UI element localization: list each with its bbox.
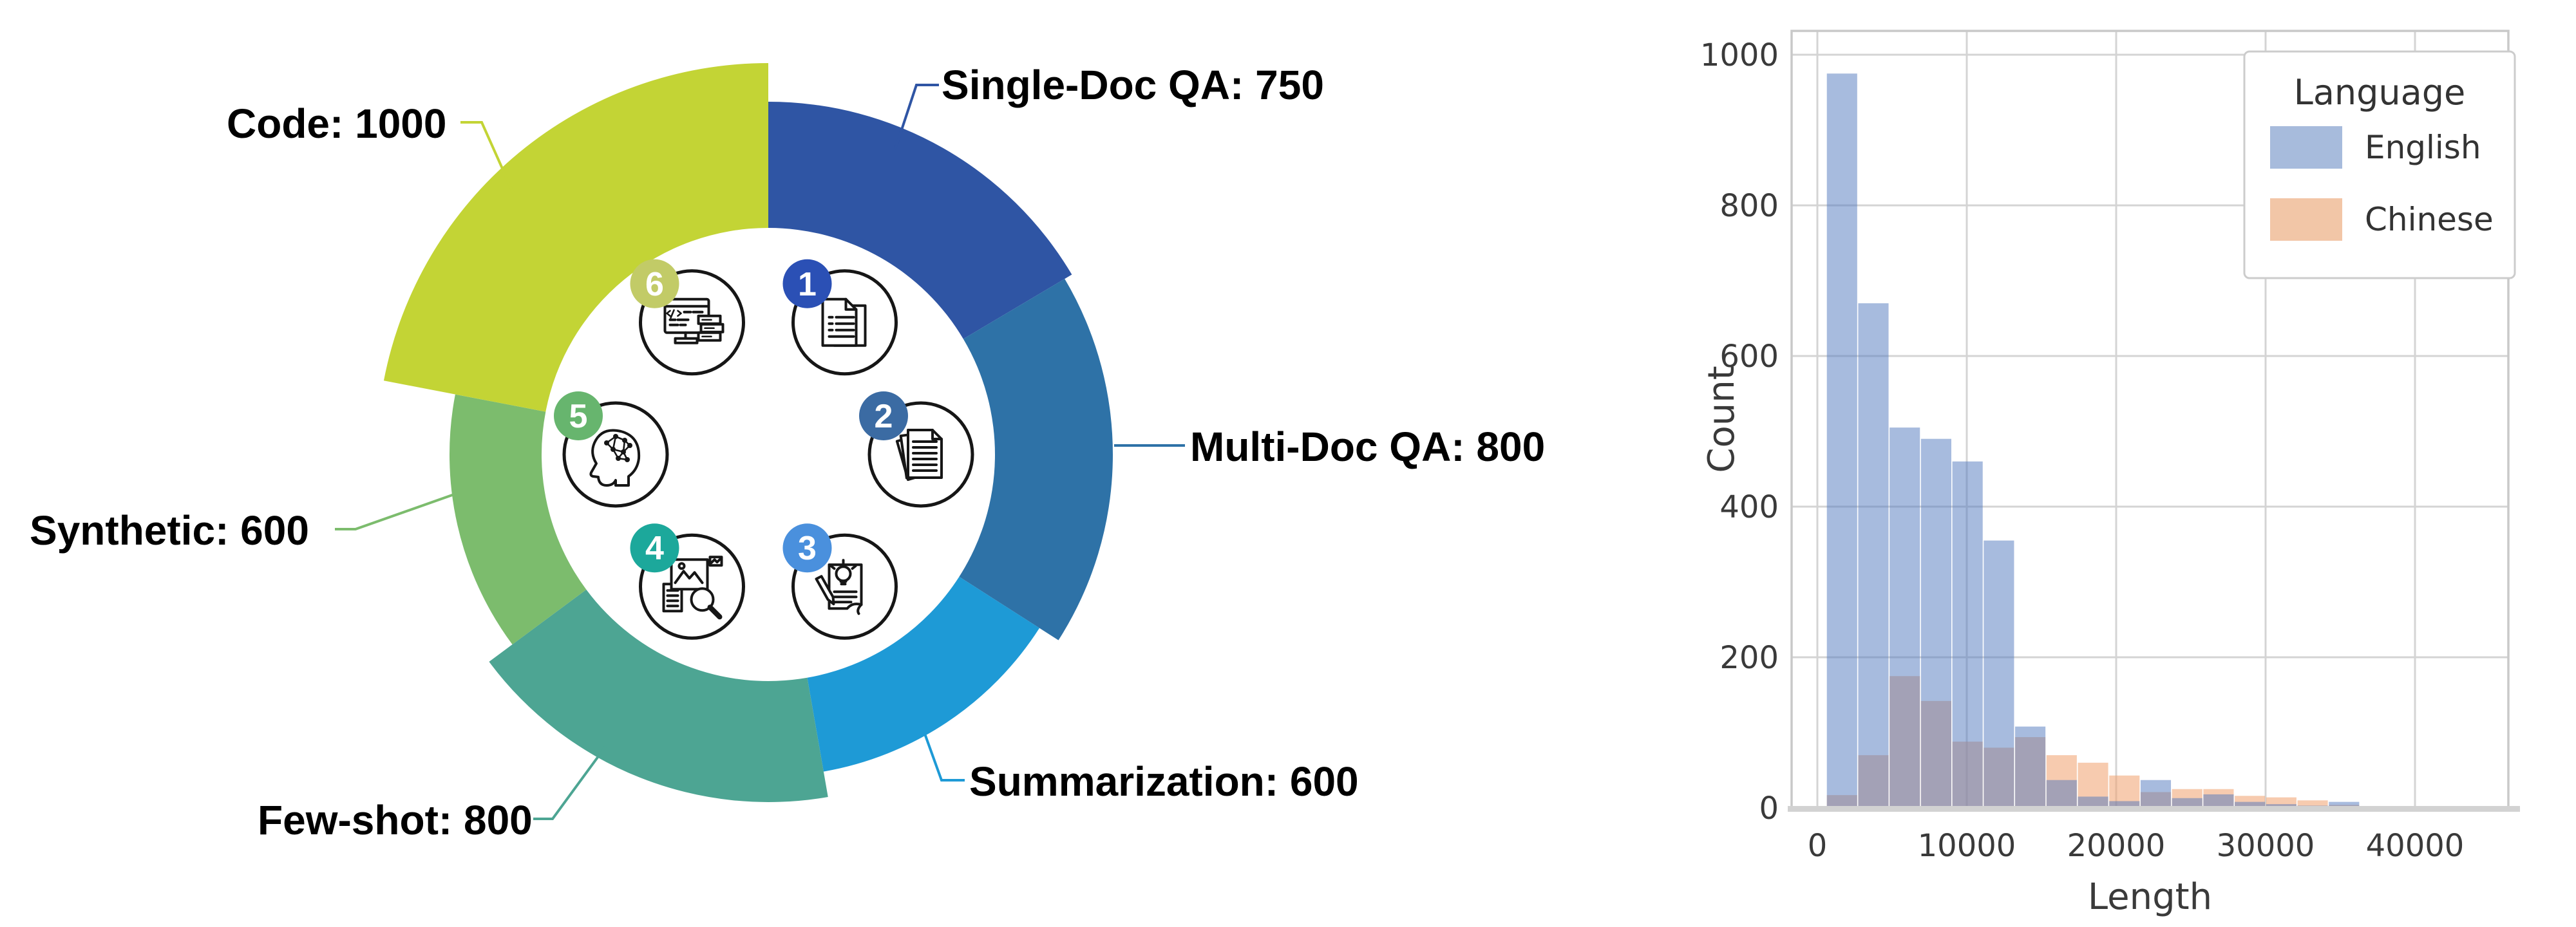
badge-circle-5 <box>554 391 603 440</box>
y-tick-labels: 0 200 400 600 800 1000 <box>1700 37 1779 827</box>
x-tick-30000: 30000 <box>2217 828 2315 864</box>
legend-swatch-english <box>2270 126 2342 169</box>
donut-icon-group-6: 6 <box>630 259 745 376</box>
y-tick-800: 800 <box>1719 188 1779 224</box>
bar-english-10 <box>2140 780 2172 808</box>
y-tick-0: 0 <box>1759 791 1779 827</box>
legend-label-english: English <box>2365 129 2481 166</box>
x-axis-baseline <box>1788 806 2520 812</box>
y-tick-1000: 1000 <box>1700 37 1779 73</box>
bar-english-16 <box>2329 801 2360 808</box>
bar-chinese-15 <box>2297 800 2328 808</box>
badge-circle-1 <box>782 259 832 308</box>
donut-label-single-doc-qa: Single-Doc QA: 750 <box>942 62 1324 108</box>
multi-document-icon <box>895 429 943 482</box>
code-monitor-icon <box>663 297 724 344</box>
bar-english-12 <box>2203 794 2234 808</box>
donut-label-few-shot: Few-shot: 800 <box>258 797 533 843</box>
leader-line-few-shot <box>533 745 607 820</box>
y-tick-600: 600 <box>1719 339 1779 375</box>
legend-title: Language <box>2294 72 2466 113</box>
badge-circle-6 <box>630 259 679 308</box>
donut-chart-panel: 1 2 3 4 5 <box>30 62 1546 843</box>
donut-label-synthetic: Synthetic: 600 <box>30 507 309 554</box>
bar-english-6 <box>2015 726 2046 808</box>
donut-label-multi-doc-qa: Multi-Doc QA: 800 <box>1190 424 1546 470</box>
bar-english-2 <box>1889 427 1920 808</box>
legend-label-chinese: Chinese <box>2365 201 2494 238</box>
badge-number-1: 1 <box>798 266 817 303</box>
bar-english-13 <box>2235 801 2266 808</box>
donut-icon-group-5: 5 <box>554 391 669 508</box>
donut-chart: 1 2 3 4 5 <box>335 63 1185 820</box>
donut-icon-group-1: 1 <box>782 259 898 376</box>
badge-circle-3 <box>782 523 832 573</box>
donut-label-summarization: Summarization: 600 <box>969 758 1359 805</box>
leader-line-code <box>460 121 515 195</box>
bar-english-1 <box>1858 303 1889 809</box>
donut-icon-group-4: 4 <box>630 523 745 640</box>
legend-swatch-chinese <box>2270 198 2342 241</box>
bar-english-7 <box>2046 780 2077 808</box>
donut-segment-multi-doc-qa <box>959 279 1113 641</box>
badge-circle-4 <box>630 523 679 573</box>
leader-line-summarization <box>912 701 965 782</box>
leader-line-single-doc-qa <box>894 84 939 150</box>
bars-english <box>1826 73 2360 809</box>
bar-english-5 <box>1984 540 2014 808</box>
bar-english-4 <box>1952 461 1983 808</box>
donut-icon-group-3: 3 <box>782 523 898 640</box>
leader-line-synthetic <box>335 493 455 530</box>
brain-network-icon <box>589 429 641 487</box>
x-tick-10000: 10000 <box>1918 828 2016 864</box>
x-tick-labels: 0 10000 20000 30000 40000 <box>1808 828 2465 864</box>
donut-segment-single-doc-qa <box>768 102 1072 339</box>
badge-number-5: 5 <box>569 398 588 435</box>
x-tick-20000: 20000 <box>2067 828 2166 864</box>
bar-english-8 <box>2078 796 2108 808</box>
badge-number-3: 3 <box>798 530 817 567</box>
donut-icon-group-2: 2 <box>859 391 974 508</box>
x-tick-40000: 40000 <box>2366 828 2465 864</box>
y-axis-label: Count <box>1701 366 1743 473</box>
bar-english-0 <box>1826 73 1857 808</box>
donut-label-code: Code: 1000 <box>227 100 447 147</box>
donut-segment-synthetic <box>449 394 587 645</box>
x-axis-label: Length <box>2088 876 2212 918</box>
chart-magnifier-icon <box>662 556 723 620</box>
donut-segment-code <box>383 63 768 412</box>
badge-number-4: 4 <box>645 530 664 567</box>
badge-number-2: 2 <box>875 398 893 435</box>
badge-circle-2 <box>859 391 908 440</box>
badge-number-6: 6 <box>645 266 664 303</box>
document-pen-bulb-icon <box>815 559 863 615</box>
donut-segment-summarization <box>807 576 1040 772</box>
y-tick-400: 400 <box>1719 489 1779 525</box>
bar-english-9 <box>2109 801 2140 808</box>
y-tick-200: 200 <box>1719 640 1779 676</box>
bar-english-3 <box>1920 438 1951 808</box>
donut-segment-few-shot <box>489 589 828 802</box>
single-document-icon <box>821 297 867 347</box>
bar-english-11 <box>2172 798 2202 808</box>
x-tick-0: 0 <box>1808 828 1828 864</box>
